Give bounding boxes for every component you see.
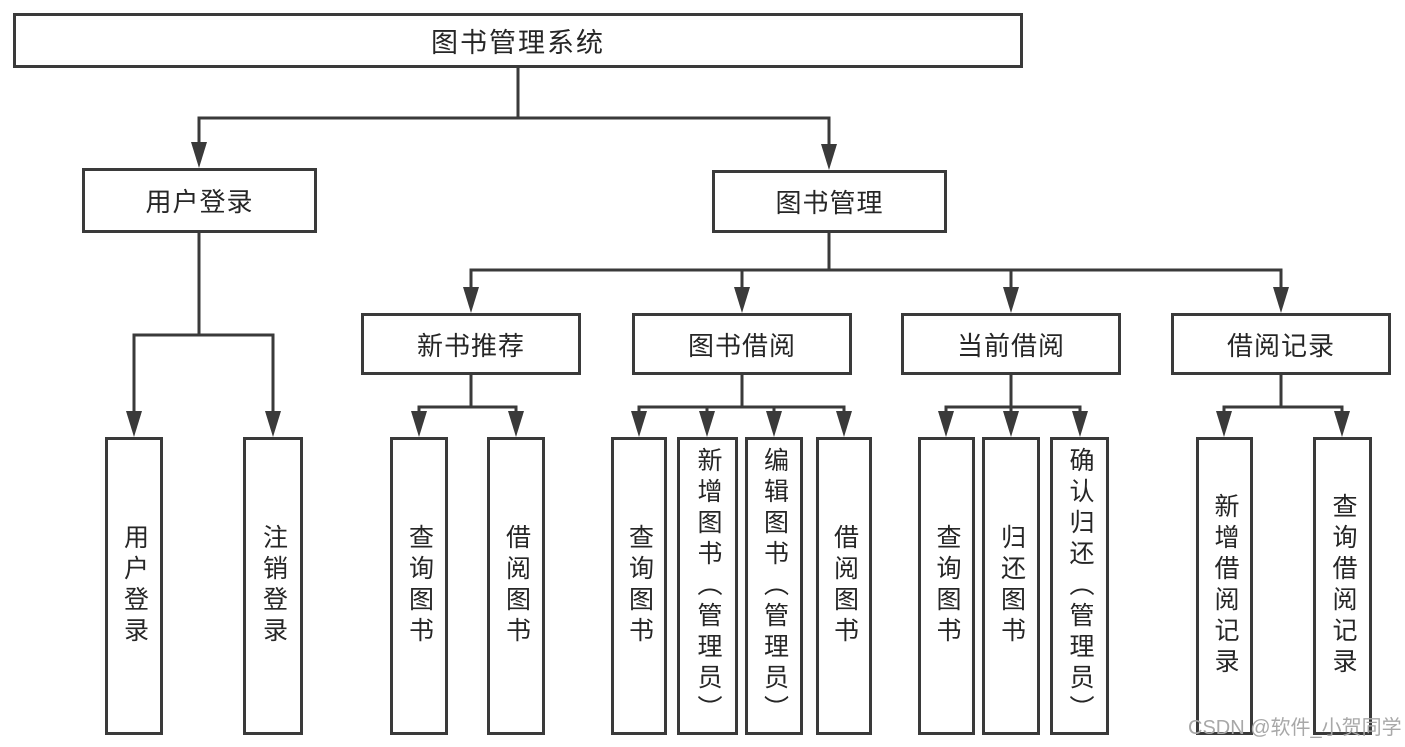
leaf-borrowing-add-book-admin: 新增图书（管理员） <box>677 437 738 735</box>
leaf-record-add-borrow-record: 新增借阅记录 <box>1196 437 1253 735</box>
root-node-label: 图书管理系统 <box>431 28 605 58</box>
leaf-record-query-borrow-record: 查询借阅记录 <box>1313 437 1372 735</box>
node-book-management-label: 图书管理 <box>775 188 884 218</box>
leaf-borrowing-query-book: 查询图书 <box>611 437 667 735</box>
leaf-current-confirm-return-admin: 确认归还（管理员） <box>1050 437 1109 735</box>
leaf-logout-label: 注销登录 <box>259 524 288 648</box>
leaf-recommend-query-book-label: 查询图书 <box>405 524 434 648</box>
leaf-current-query-book-label: 查询图书 <box>933 524 961 648</box>
leaf-borrowing-query-book-label: 查询图书 <box>625 524 654 648</box>
root-node-library-system: 图书管理系统 <box>13 13 1023 68</box>
leaf-current-query-book: 查询图书 <box>918 437 975 735</box>
leaf-current-confirm-return-admin-label: 确认归还（管理员） <box>1066 446 1094 726</box>
leaf-borrowing-borrow-book: 借阅图书 <box>816 437 872 735</box>
leaf-logout: 注销登录 <box>243 437 303 735</box>
node-current-borrowing: 当前借阅 <box>901 313 1121 375</box>
node-user-login: 用户登录 <box>82 168 317 233</box>
leaf-current-return-book-label: 归还图书 <box>997 524 1026 648</box>
node-book-management: 图书管理 <box>712 170 947 233</box>
leaf-recommend-query-book: 查询图书 <box>390 437 448 735</box>
leaf-borrowing-edit-book-admin: 编辑图书（管理员） <box>745 437 803 735</box>
leaf-record-add-borrow-record-label: 新增借阅记录 <box>1211 493 1239 679</box>
leaf-recommend-borrow-book: 借阅图书 <box>487 437 545 735</box>
leaf-borrowing-edit-book-admin-label: 编辑图书（管理员） <box>760 446 789 726</box>
leaf-recommend-borrow-book-label: 借阅图书 <box>502 524 531 648</box>
csdn-watermark: CSDN @软件_小贺同学 <box>1188 717 1402 739</box>
node-new-book-recommend: 新书推荐 <box>361 313 581 375</box>
node-borrowing-record-label: 借阅记录 <box>1226 330 1335 361</box>
leaf-current-return-book: 归还图书 <box>982 437 1040 735</box>
leaf-user-login-label: 用户登录 <box>120 524 149 648</box>
node-borrowing-record: 借阅记录 <box>1171 313 1391 375</box>
node-book-borrowing: 图书借阅 <box>632 313 852 375</box>
node-current-borrowing-label: 当前借阅 <box>956 330 1065 361</box>
leaf-borrowing-add-book-admin-label: 新增图书（管理员） <box>694 446 722 726</box>
leaf-borrowing-borrow-book-label: 借阅图书 <box>830 524 859 648</box>
node-book-borrowing-label: 图书借阅 <box>687 330 796 361</box>
node-user-login-label: 用户登录 <box>145 187 254 217</box>
leaf-record-query-borrow-record-label: 查询借阅记录 <box>1329 493 1357 679</box>
node-new-book-recommend-label: 新书推荐 <box>416 330 525 361</box>
leaf-user-login: 用户登录 <box>105 437 163 735</box>
